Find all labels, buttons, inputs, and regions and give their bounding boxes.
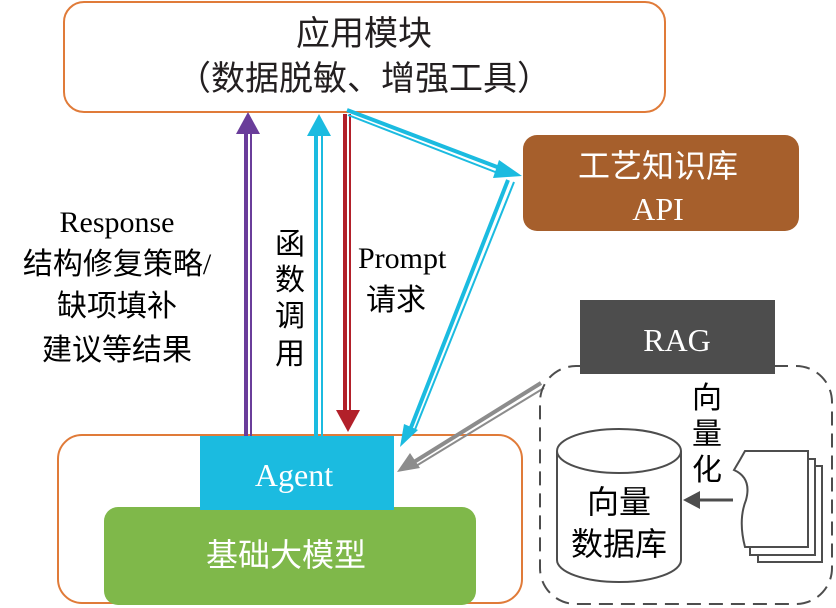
knowledge-api-title: 工艺知识库 — [578, 148, 738, 184]
vectorize-char: 化 — [692, 454, 722, 487]
function-call-label: 函 数 调 用 — [275, 228, 305, 371]
agent-box: Agent — [200, 436, 394, 510]
function-call-arrow — [307, 114, 331, 436]
knowledge-api-box: 工艺知识库 API — [523, 135, 799, 231]
rag-title: RAG — [643, 322, 711, 358]
vectorize-char: 量 — [692, 418, 722, 451]
foundation-model-label: 基础大模型 — [206, 537, 366, 573]
vector-db-cylinder-icon — [556, 428, 682, 583]
function-call-char: 函 — [275, 228, 305, 261]
response-label-line4: 建议等结果 — [42, 334, 192, 367]
function-call-char: 调 — [275, 300, 305, 333]
app-module-box: 应用模块 （数据脱敏、增强工具） — [63, 1, 666, 113]
function-call-char: 用 — [275, 338, 305, 371]
vector-db-label-line1: 向量 — [587, 484, 651, 520]
prompt-label-line1: Prompt — [358, 242, 447, 275]
app-module-title: 应用模块 — [296, 15, 432, 53]
response-label-line2: 结构修复策略/ — [23, 248, 212, 281]
vector-db-label-line2: 数据库 — [571, 526, 667, 562]
api-to-agent-arrow — [400, 179, 515, 447]
app-to-api-arrow — [346, 108, 522, 178]
prompt-label: Prompt 请求 — [358, 242, 447, 317]
response-label-line1: Response — [60, 206, 175, 239]
prompt-label-line2: 请求 — [366, 284, 426, 317]
foundation-model-box: 基础大模型 — [104, 507, 476, 605]
function-call-char: 数 — [275, 264, 305, 297]
response-label-line3: 缺项填补 — [57, 290, 177, 323]
vectorize-arrow — [683, 491, 733, 509]
response-arrow — [236, 112, 260, 436]
rag-region: RAG 向量 数据库 向 量 化 — [539, 300, 833, 605]
knowledge-api-subtitle: API — [632, 191, 684, 227]
prompt-arrow — [336, 114, 360, 432]
rag-header — [580, 300, 775, 374]
agent-label: Agent — [255, 457, 333, 493]
response-label: Response 结构修复策略/ 缺项填补 建议等结果 — [23, 206, 212, 367]
app-module-subtitle: （数据脱敏、增强工具） — [177, 60, 551, 98]
documents-stack-icon — [732, 450, 823, 563]
rag-to-agent-arrow — [397, 381, 545, 472]
vectorize-char: 向 — [692, 382, 722, 415]
